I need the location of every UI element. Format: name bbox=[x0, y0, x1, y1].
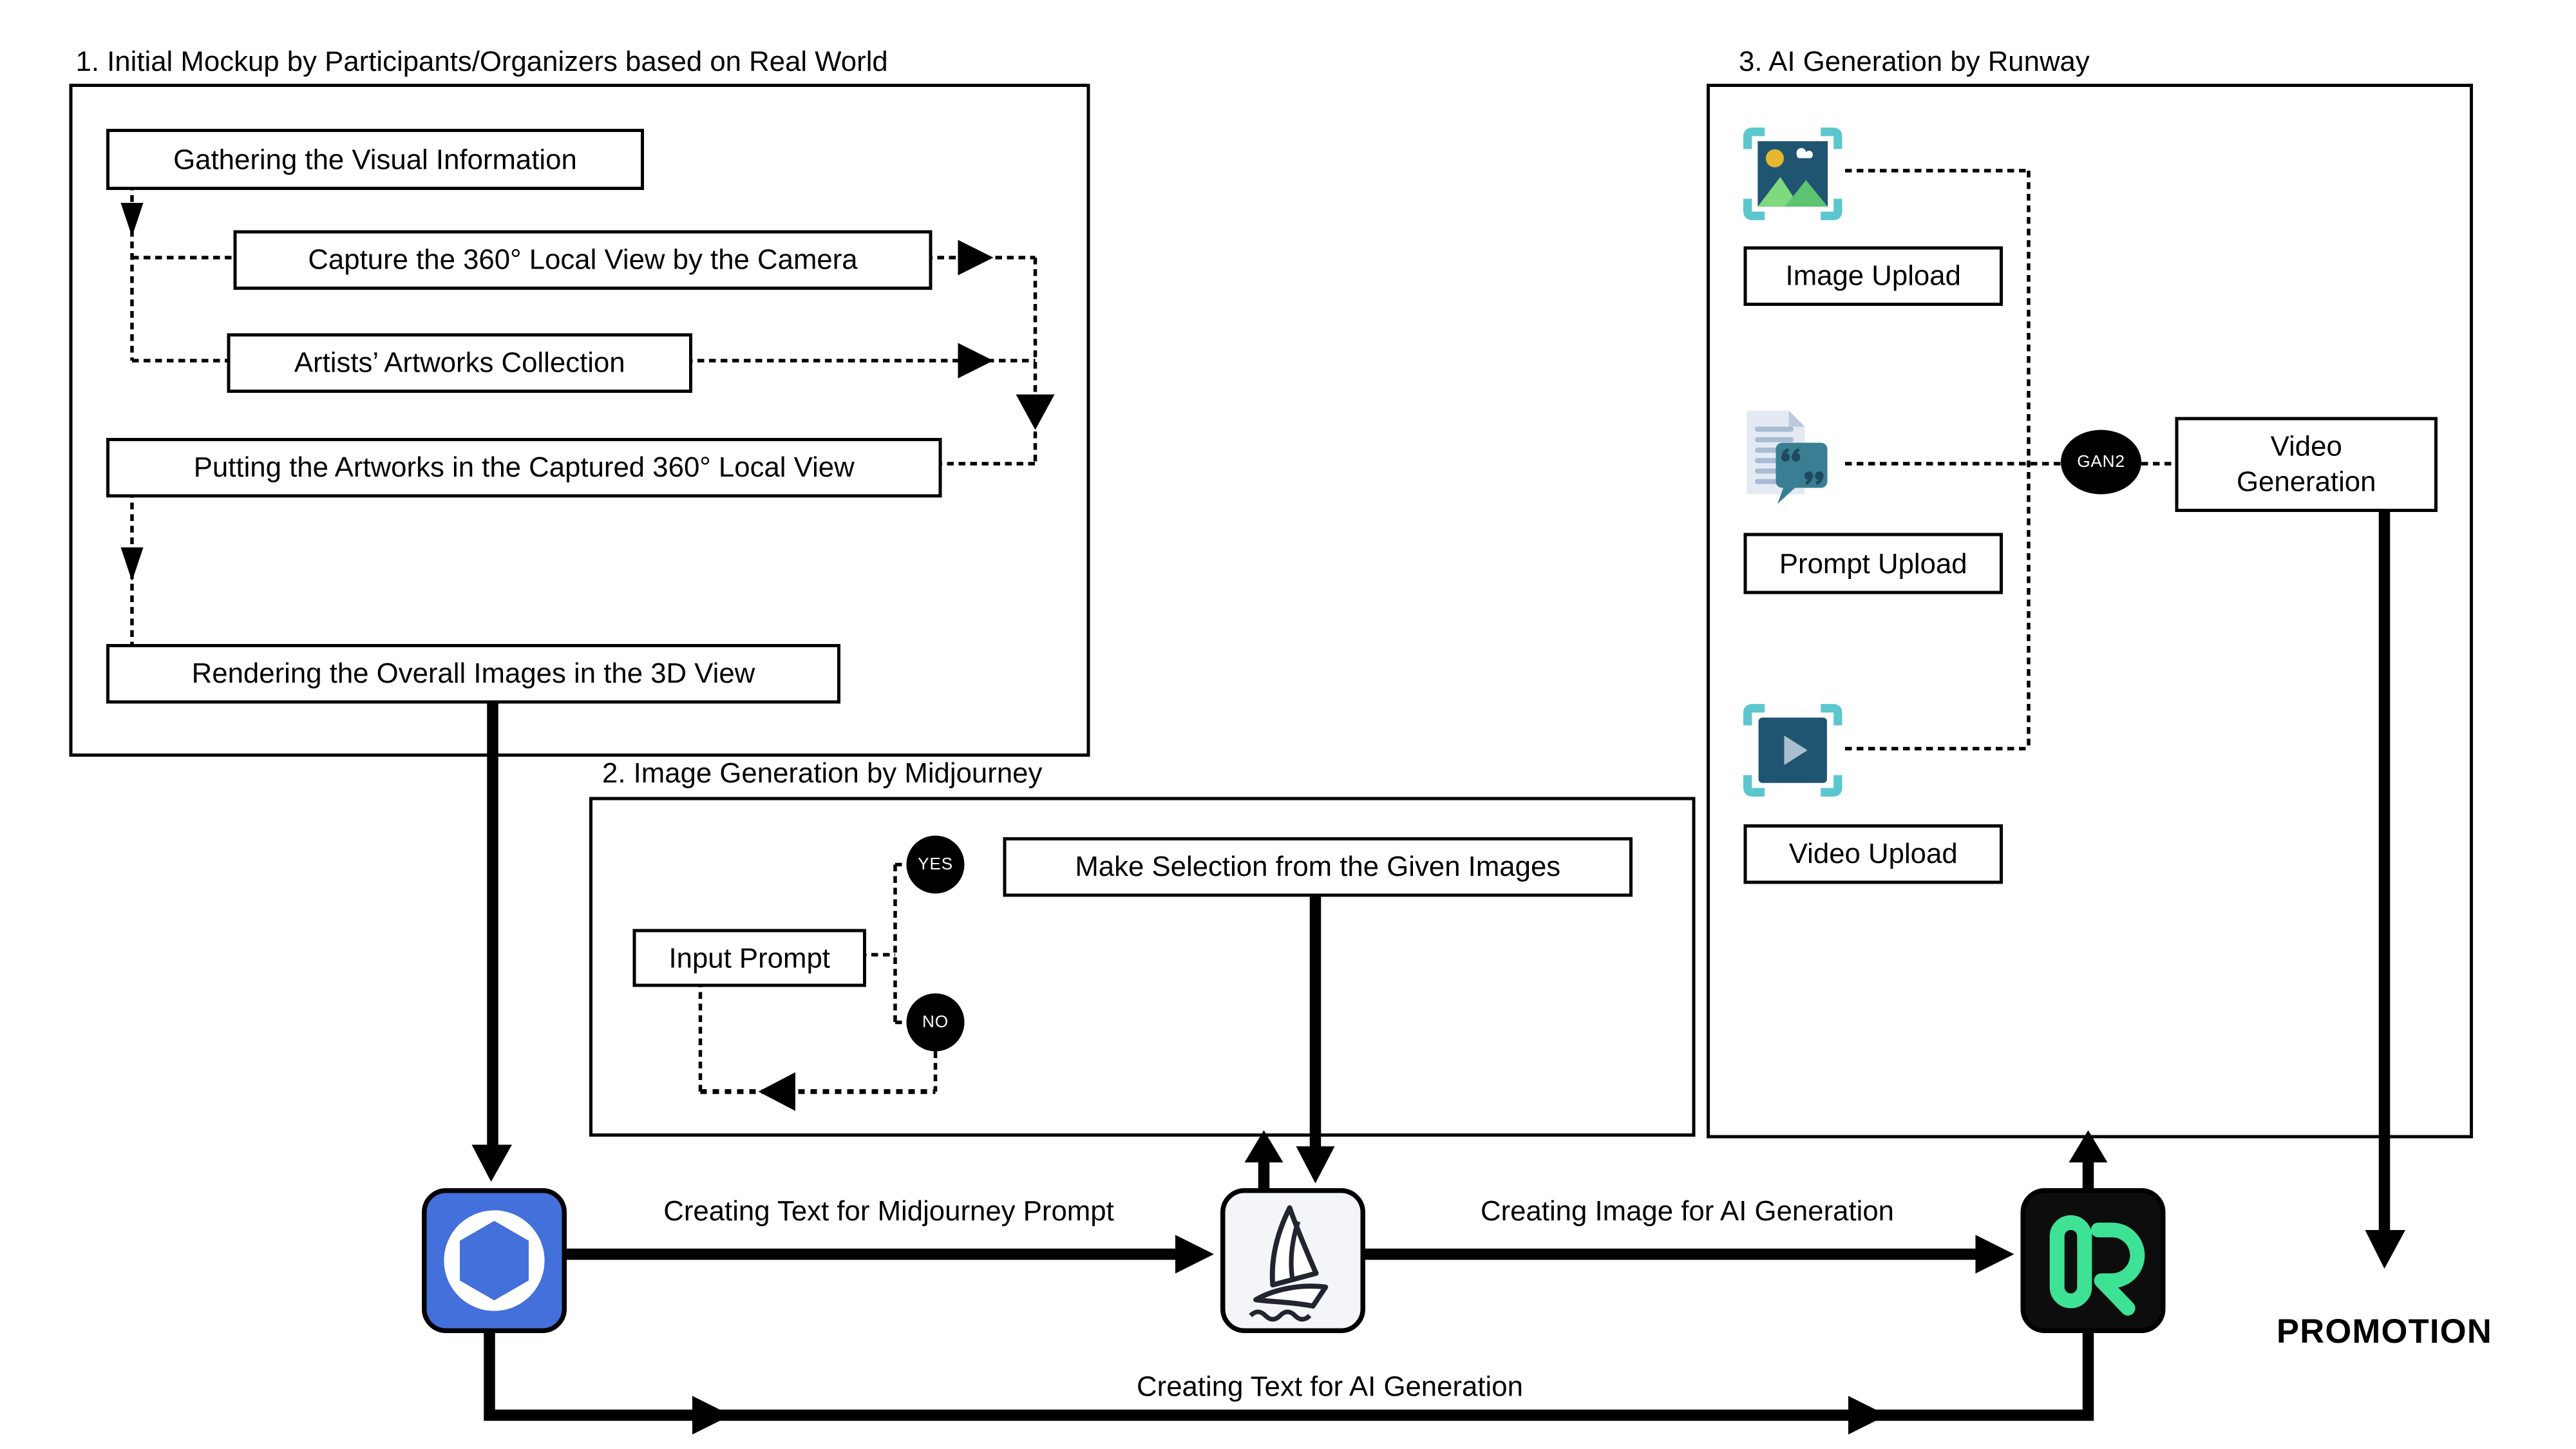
runway-up-arrow bbox=[2069, 1130, 2108, 1188]
rendering-to-openai-arrow bbox=[471, 697, 512, 1182]
node-artists-artworks-collection: Artists’ Artworks Collection bbox=[227, 333, 692, 393]
node-image-upload: Image Upload bbox=[1743, 246, 2003, 306]
openai-chatgpt-icon bbox=[422, 1188, 567, 1333]
label-creating-text-ai: Creating Text for AI Generation bbox=[1137, 1370, 1523, 1403]
midjourney-sailboat-icon bbox=[1220, 1188, 1365, 1333]
section3-frame bbox=[1707, 84, 2473, 1139]
document-chat-icon bbox=[1741, 408, 1847, 514]
node-input-prompt: Input Prompt bbox=[632, 929, 866, 987]
gan2-badge: GAN2 bbox=[2061, 430, 2141, 495]
decision-yes-badge: YES bbox=[906, 835, 965, 894]
node-video-generation: Video Generation bbox=[2175, 417, 2438, 512]
framed-picture-icon bbox=[1741, 128, 1846, 221]
node-rendering-overall-images: Rendering the Overall Images in the 3D V… bbox=[106, 644, 840, 704]
node-make-selection: Make Selection from the Given Images bbox=[1003, 837, 1633, 897]
label-creating-text-midjourney: Creating Text for Midjourney Prompt bbox=[663, 1195, 1114, 1227]
node-capture-360-local-view: Capture the 360° Local View by the Camer… bbox=[233, 230, 933, 290]
section2-frame bbox=[589, 797, 1696, 1137]
section3-title: 3. AI Generation by Runway bbox=[1739, 45, 2090, 77]
section1-frame bbox=[69, 84, 1090, 757]
decision-no-badge: NO bbox=[906, 993, 965, 1052]
section1-title: 1. Initial Mockup by Participants/Organi… bbox=[75, 45, 888, 77]
node-putting-artworks: Putting the Artworks in the Captured 360… bbox=[106, 438, 942, 498]
framed-play-icon bbox=[1741, 704, 1846, 797]
node-prompt-upload: Prompt Upload bbox=[1743, 533, 2003, 594]
node-gathering-visual-information: Gathering the Visual Information bbox=[106, 129, 644, 190]
runway-icon bbox=[2020, 1188, 2166, 1333]
section2-title: 2. Image Generation by Midjourney bbox=[602, 757, 1043, 789]
label-creating-image-ai: Creating Image for AI Generation bbox=[1480, 1195, 1895, 1227]
node-video-upload: Video Upload bbox=[1743, 824, 2003, 884]
label-promotion: PROMOTION bbox=[2277, 1314, 2492, 1351]
